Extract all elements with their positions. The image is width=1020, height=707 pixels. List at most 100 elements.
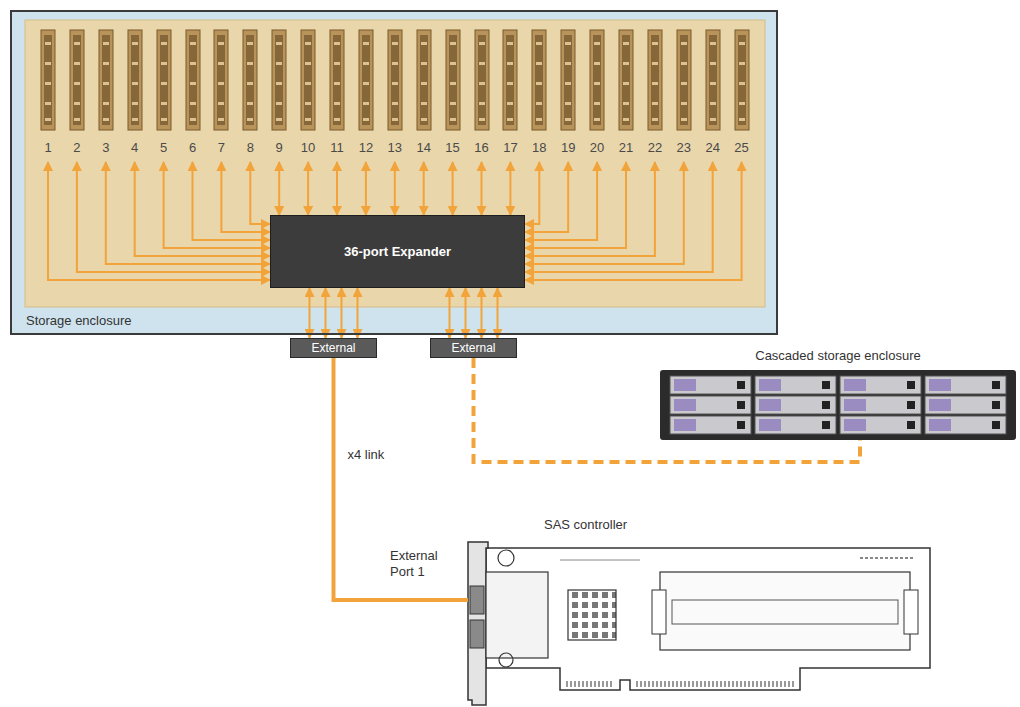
drive-vent bbox=[103, 42, 109, 45]
heatsink bbox=[568, 590, 616, 640]
drive-vent bbox=[681, 118, 687, 121]
drive-vent bbox=[190, 62, 196, 65]
tray-latch bbox=[759, 399, 781, 411]
drive-vent bbox=[363, 118, 369, 121]
drive-carrier bbox=[648, 30, 662, 130]
drive-carrier bbox=[677, 30, 691, 130]
drive-bay: 6 bbox=[180, 28, 206, 162]
drive-vent bbox=[392, 118, 398, 121]
drive-picture bbox=[353, 28, 379, 134]
sas-link bbox=[525, 162, 539, 224]
callout-text: External Port 1 bbox=[390, 548, 454, 580]
drive-vent bbox=[334, 118, 340, 121]
drive-vent bbox=[247, 118, 253, 121]
drive-bay: 21 bbox=[613, 28, 639, 162]
bay-number: 8 bbox=[247, 140, 254, 155]
bay-number: 10 bbox=[301, 140, 315, 155]
drive-slot bbox=[420, 35, 428, 125]
drive-carrier bbox=[706, 30, 720, 130]
drive-vent bbox=[392, 102, 398, 105]
tray-led bbox=[822, 401, 830, 409]
node-label: External bbox=[451, 341, 495, 355]
drive-vent bbox=[652, 42, 658, 45]
drive-vent bbox=[623, 102, 629, 105]
drive-vent bbox=[450, 42, 456, 45]
bay-number: 7 bbox=[218, 140, 225, 155]
backplane-panel bbox=[25, 20, 765, 307]
sas-link bbox=[481, 162, 483, 215]
drive-bay: 8 bbox=[237, 28, 263, 162]
sas-link bbox=[525, 162, 626, 248]
port-opening bbox=[470, 620, 484, 648]
bay-number: 2 bbox=[73, 140, 80, 155]
drive-vent bbox=[536, 118, 542, 121]
bay-number: 14 bbox=[416, 140, 430, 155]
bay-number: 4 bbox=[131, 140, 138, 155]
bay-number: 13 bbox=[388, 140, 402, 155]
drive-vent bbox=[507, 118, 513, 121]
sas-link bbox=[357, 288, 359, 338]
drive-carrier bbox=[41, 30, 55, 130]
drive-bay: 7 bbox=[208, 28, 234, 162]
drive-vent bbox=[247, 102, 253, 105]
drive-vent bbox=[334, 42, 340, 45]
finger-row bbox=[636, 681, 794, 687]
drive-bay: 18 bbox=[526, 28, 552, 162]
link-label-text: x4 link bbox=[346, 447, 387, 462]
sas-card-picture bbox=[468, 542, 930, 705]
drive-tray bbox=[925, 416, 1006, 434]
slot-clip bbox=[904, 590, 918, 634]
drive-vent bbox=[276, 62, 282, 65]
drive-vent bbox=[739, 118, 745, 121]
drive-picture bbox=[35, 28, 61, 134]
sas-link bbox=[193, 162, 271, 240]
bay-number: 16 bbox=[474, 140, 488, 155]
drive-slot bbox=[391, 35, 399, 125]
chassis-frame bbox=[660, 370, 1016, 440]
bay-number: 23 bbox=[677, 140, 691, 155]
bay-number: 18 bbox=[532, 140, 546, 155]
drive-picture bbox=[180, 28, 206, 134]
drive-vent bbox=[421, 62, 427, 65]
sas-link bbox=[48, 162, 270, 280]
drive-bay: 10 bbox=[295, 28, 321, 162]
sas-link bbox=[449, 288, 451, 338]
drive-vent bbox=[507, 82, 513, 85]
drive-carrier bbox=[99, 30, 113, 130]
drive-vent bbox=[565, 82, 571, 85]
drive-vent bbox=[190, 102, 196, 105]
drive-vent bbox=[392, 62, 398, 65]
drive-vent bbox=[450, 118, 456, 121]
drive-tray bbox=[925, 396, 1006, 414]
heading-wrap: Cascaded storage enclosure bbox=[660, 346, 1016, 364]
drive-vent bbox=[103, 62, 109, 65]
drive-tray bbox=[755, 416, 836, 434]
sas-link bbox=[497, 288, 499, 338]
drive-picture bbox=[642, 28, 668, 134]
drive-vent bbox=[218, 118, 224, 121]
drive-vent bbox=[594, 82, 600, 85]
sas-link bbox=[525, 162, 742, 280]
chassis-picture bbox=[660, 370, 1016, 440]
drive-slot bbox=[131, 35, 139, 125]
drive-picture bbox=[324, 28, 350, 134]
drive-picture bbox=[122, 28, 148, 134]
drive-vent bbox=[507, 62, 513, 65]
drive-picture bbox=[64, 28, 90, 134]
drive-vent bbox=[161, 118, 167, 121]
drive-vent bbox=[450, 82, 456, 85]
drive-vent bbox=[739, 62, 745, 65]
tray-led bbox=[992, 401, 1000, 409]
drive-vent bbox=[739, 42, 745, 45]
drive-carrier bbox=[186, 30, 200, 130]
drive-slot bbox=[102, 35, 110, 125]
drive-vent bbox=[305, 102, 311, 105]
drive-vent bbox=[334, 82, 340, 85]
drive-bay: 1 bbox=[35, 28, 61, 162]
drive-vent bbox=[218, 42, 224, 45]
drive-slot bbox=[73, 35, 81, 125]
tray-latch bbox=[929, 379, 951, 391]
drive-picture bbox=[93, 28, 119, 134]
drive-carrier bbox=[128, 30, 142, 130]
sas-link bbox=[250, 162, 270, 224]
